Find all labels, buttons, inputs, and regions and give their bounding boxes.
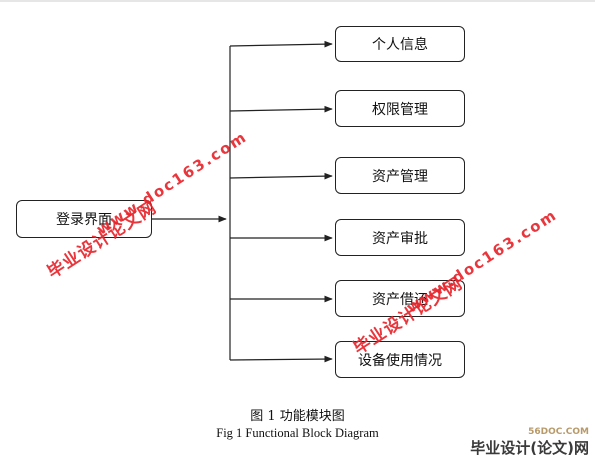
module-box-personal-info: 个人信息 <box>335 26 465 62</box>
module-box-asset-borrow-return: 资产借还 <box>335 280 465 317</box>
corner-watermark-site: 56DOC.COM <box>528 427 589 437</box>
figure-caption-english: Fig 1 Functional Block Diagram <box>216 426 379 440</box>
top-border <box>0 0 595 2</box>
module-box-asset-management: 资产管理 <box>335 157 465 194</box>
figure-caption-chinese: 图 1 功能模块图 <box>250 409 345 424</box>
corner-watermark-name: 毕业设计(论文)网 <box>470 439 589 457</box>
branch-arrow-6 <box>229 355 333 363</box>
module-box-equipment-usage: 设备使用情况 <box>335 341 465 378</box>
module-box-permission-management: 权限管理 <box>335 90 465 127</box>
corner-watermark: 56DOC.COM 毕业设计(论文)网 <box>470 427 589 458</box>
root-login-box: 登录界面 <box>16 200 152 238</box>
branch-arrow-3 <box>229 172 333 180</box>
branch-arrow-1 <box>229 40 333 48</box>
branch-arrow-2 <box>229 105 333 113</box>
module-box-asset-approval: 资产审批 <box>335 219 465 256</box>
